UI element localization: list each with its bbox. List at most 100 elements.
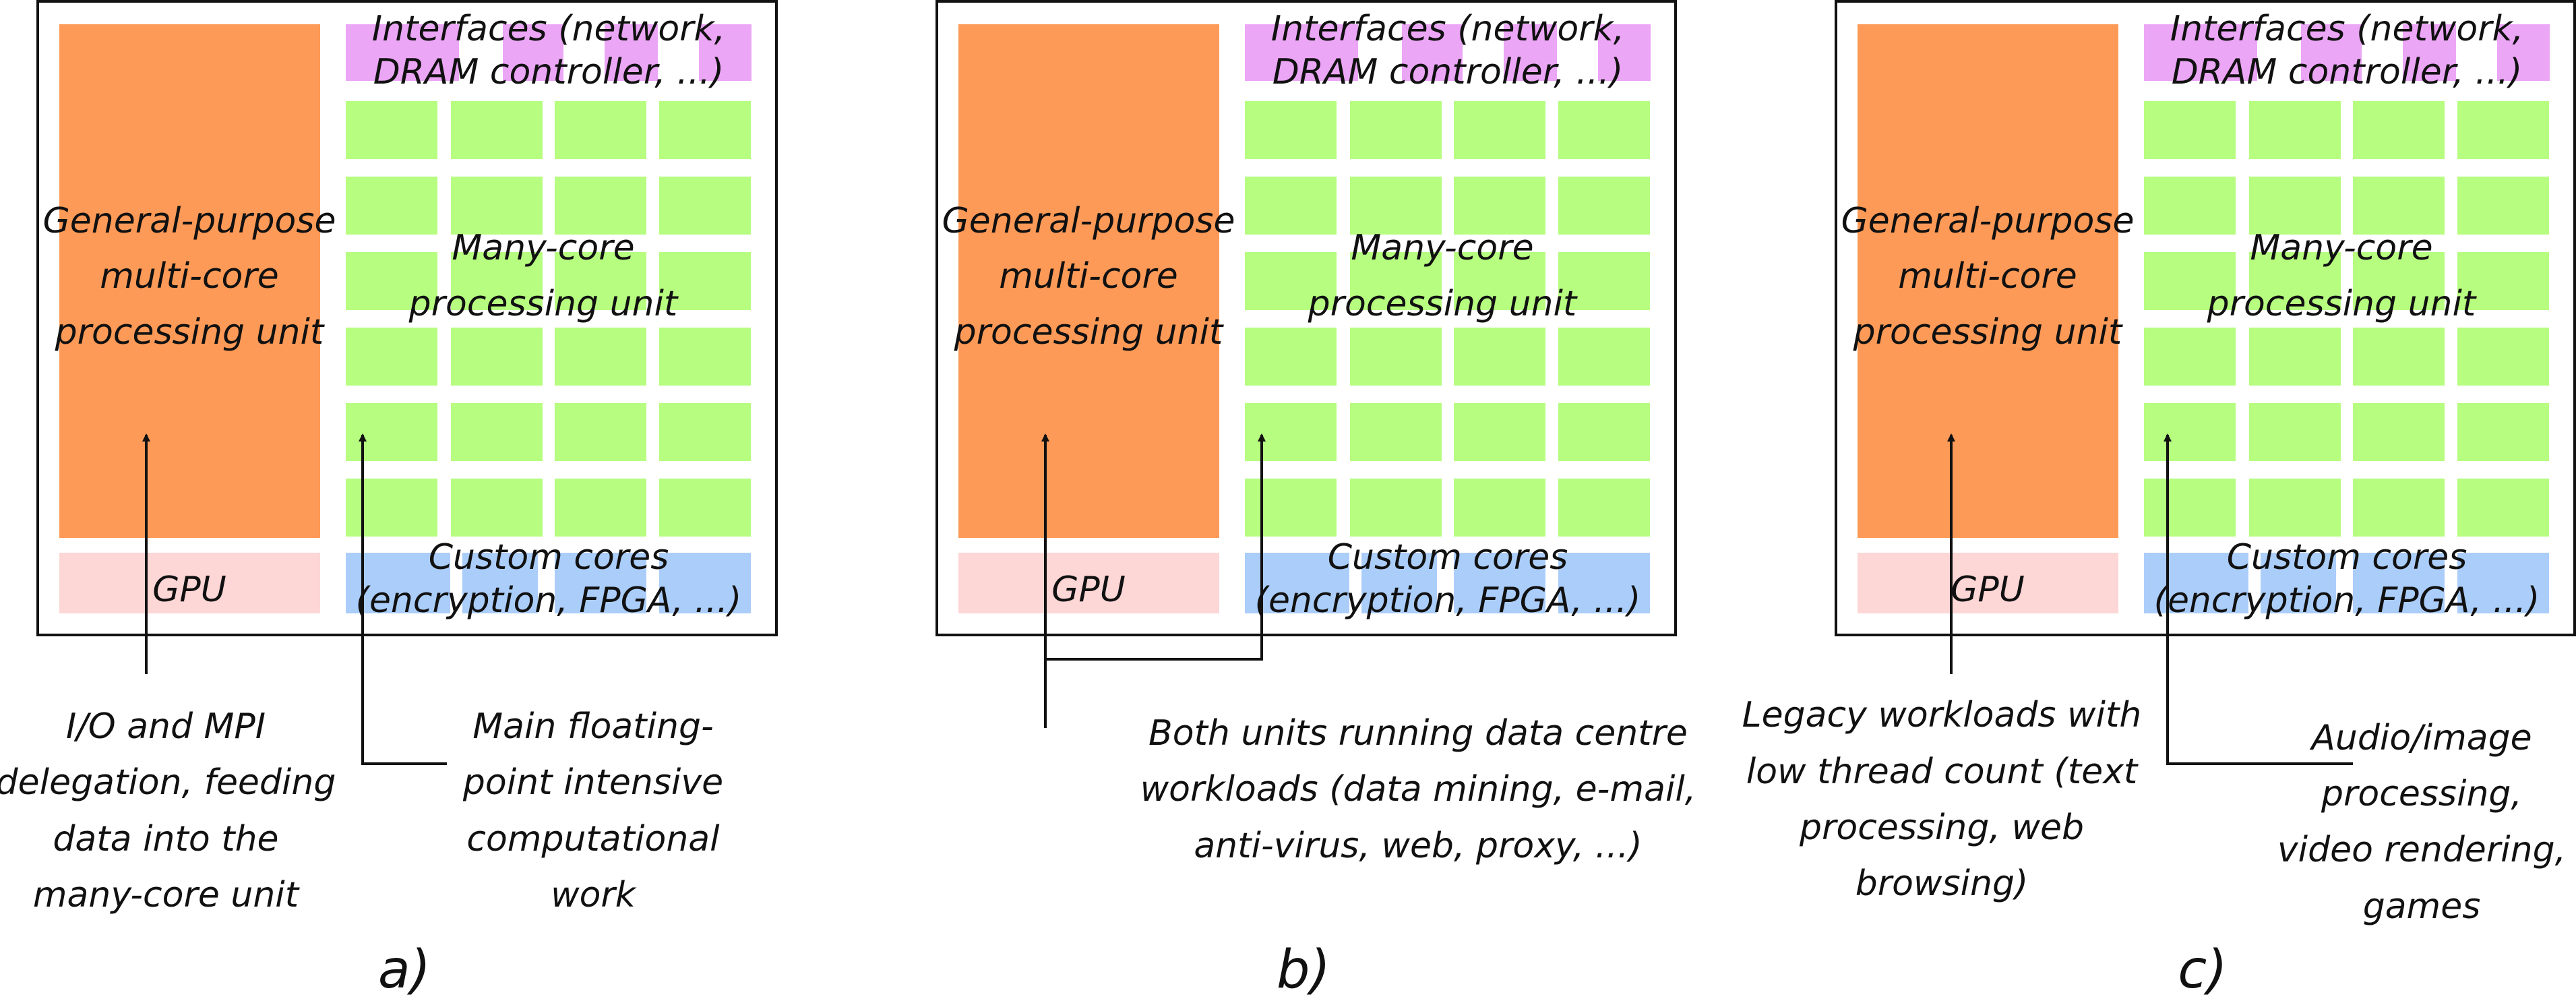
many-core-cell [2457, 403, 2549, 461]
annotation-io-mpi-line-3: data into the [53, 819, 278, 859]
many-core-cell [2144, 101, 2236, 159]
annotation-data-centre-line-2: workloads (data mining, e-mail, [1140, 769, 1696, 810]
many-core-cell [1454, 403, 1545, 461]
gpu-label: GPU [1951, 570, 2025, 610]
custom-cores-label-line-2: (encryption, FPGA, ...) [2154, 580, 2540, 621]
many-core-cell [2144, 252, 2236, 310]
custom-cores-segment [555, 553, 646, 613]
many-core-cell [451, 403, 543, 461]
interfaces-segment [2144, 24, 2257, 81]
many-core-cell [1454, 328, 1545, 386]
annotation-media-line-1: Audio/image [2309, 718, 2532, 758]
many-core-cell [1245, 403, 1337, 461]
many-core-label-line-2: processing unit [1308, 284, 1578, 324]
interfaces-label-line-2: DRAM controller, ...) [1272, 52, 1624, 92]
interfaces-label-line-2: DRAM controller, ...) [2172, 52, 2523, 92]
many-core-cell [555, 177, 646, 235]
many-core-cell [346, 101, 437, 159]
many-core-cell [2144, 479, 2236, 537]
many-core-cell [1558, 403, 1650, 461]
annotation-legacy-line-4: browsing) [1856, 863, 2029, 904]
custom-cores-segment [2261, 553, 2336, 613]
many-core-cell [659, 177, 751, 235]
annotation-io-mpi-line-4: many-core unit [33, 875, 300, 915]
panel-caption: c) [2178, 940, 2227, 1000]
many-core-cell [346, 479, 437, 537]
annotation-data-centre-line-1: Both units running data centre [1148, 713, 1688, 754]
many-core-cell [2353, 177, 2445, 235]
many-core-cell [555, 252, 646, 310]
many-core-label-line-2: processing unit [2207, 284, 2477, 324]
many-core-cell [659, 403, 751, 461]
custom-cores-segment [462, 553, 538, 613]
many-core-cell [1454, 252, 1545, 310]
bracket-connector [1045, 433, 1266, 661]
many-core-cell [1558, 177, 1650, 235]
custom-cores-segment [1361, 553, 1437, 613]
interfaces-segment [503, 24, 563, 81]
panel-b: General-purpose multi-core processing unit… [936, 0, 1696, 1000]
interfaces-label-line-1: Interfaces (network, [2170, 9, 2523, 49]
custom-cores-segment [1558, 553, 1650, 613]
custom-cores-label-line-2: (encryption, FPGA, ...) [1255, 580, 1641, 621]
annotation-media-line-4: games [2363, 886, 2481, 927]
many-core-cell [555, 403, 646, 461]
many-core-cell [346, 328, 437, 386]
interfaces-label-line-1: Interfaces (network, [372, 9, 725, 49]
general-purpose-label-line-2: multi-core [999, 256, 1177, 297]
many-core-cell [451, 328, 543, 386]
custom-cores-segment [1454, 553, 1545, 613]
many-core-label-line-1: Many-core [2250, 228, 2432, 268]
gpu-label: GPU [1051, 570, 1126, 610]
arrow-many-core [2164, 433, 2353, 765]
many-core-cell [1454, 479, 1545, 537]
annotation-legacy-line-2: low thread count (text [1746, 752, 2139, 792]
many-core-cell [451, 177, 543, 235]
custom-cores-label-line-1: Custom cores [2227, 537, 2467, 578]
many-core-cell [1350, 177, 1442, 235]
annotation-floating-point-line-2: point intensive [462, 762, 723, 803]
many-core-cell [2249, 479, 2341, 537]
custom-cores-segment [2457, 553, 2549, 613]
many-core-cell [1558, 479, 1650, 537]
general-purpose-label-line-1: General-purpose [942, 201, 1235, 241]
many-core-cell [451, 252, 543, 310]
many-core-cell [2353, 479, 2445, 537]
interfaces-segment [699, 24, 752, 81]
arrow-many-core [359, 433, 447, 765]
annotation-legacy-line-1: Legacy workloads with [1742, 695, 2142, 735]
many-core-cell [2144, 328, 2236, 386]
interfaces-segment [605, 24, 658, 81]
gpu-block [1858, 553, 2118, 613]
annotation-io-mpi-line-2: delegation, feeding [0, 762, 336, 803]
many-core-cell [1350, 403, 1442, 461]
general-purpose-label-line-2: multi-core [1898, 256, 2077, 297]
general-purpose-label-line-3: processing unit [55, 312, 325, 353]
interfaces-segment [2403, 24, 2456, 81]
interfaces-segment [2497, 24, 2550, 81]
general-purpose-label-line-2: multi-core [100, 256, 278, 297]
many-core-cell [2353, 403, 2445, 461]
annotation-data-centre-line-3: anti-virus, web, proxy, ...) [1194, 826, 1642, 866]
many-core-cell [2249, 403, 2341, 461]
many-core-cell [1558, 252, 1650, 310]
many-core-cell [2457, 328, 2549, 386]
many-core-cell [346, 252, 437, 310]
many-core-cell [346, 177, 437, 235]
many-core-cell [2353, 252, 2445, 310]
many-core-label-line-1: Many-core [1351, 228, 1533, 268]
interfaces-segment [2301, 24, 2362, 81]
many-core-cell [1558, 101, 1650, 159]
many-core-cell [659, 479, 751, 537]
interfaces-label-line-1: Interfaces (network, [1271, 9, 1624, 49]
many-core-cell [1558, 328, 1650, 386]
interfaces-segment [1245, 24, 1358, 81]
general-purpose-label-line-3: processing unit [1853, 312, 2123, 353]
interfaces-label-line-2: DRAM controller, ...) [373, 52, 725, 92]
custom-cores-label-line-1: Custom cores [429, 537, 669, 578]
many-core-cell [2353, 328, 2445, 386]
many-core-cell [1350, 328, 1442, 386]
